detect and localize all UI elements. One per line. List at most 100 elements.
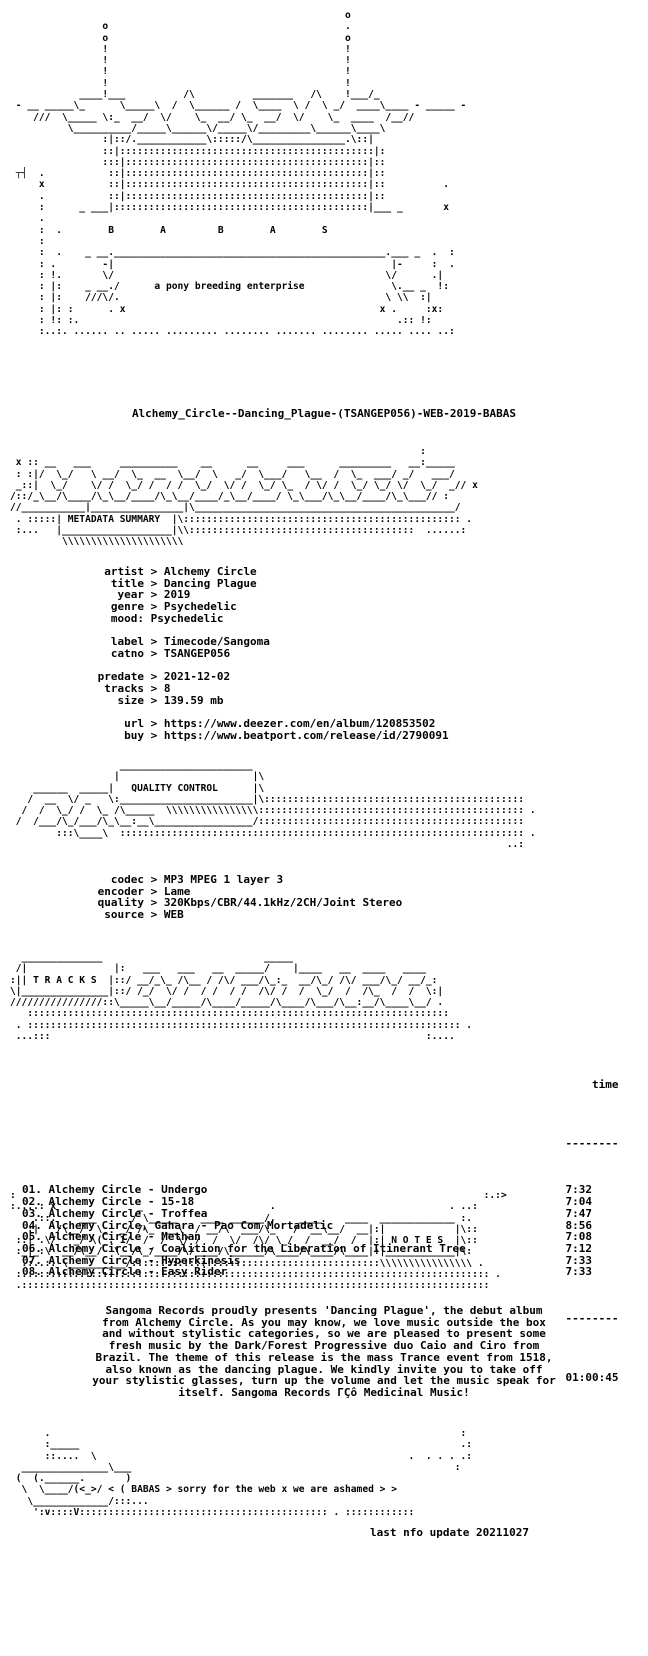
metadata-key: label [110,635,144,649]
metadata-separator: > [144,635,164,649]
metadata-row: title > Dancing Plague [46,576,449,590]
tracks-banner: ______________ _____ /| |: ___ ___ __ __… [10,952,472,1042]
notes-art-line: :....: x _ . . ..: [10,1201,478,1213]
notes-line: itself. Sangoma Records ΓÇô Medicinal Mu… [178,1385,470,1399]
header-art-line: : [10,235,45,247]
babas-logo-art: o o . o o ! ! ! [10,10,467,338]
meta-art-line: x :: __ ___ __________ __ __ ___ _______… [10,457,455,469]
metadata-value: 139.59 mb [163,693,224,707]
header-art-line: ! ! [10,43,351,55]
quality-row: encoder > Lame [46,884,402,898]
meta-art-line: \\\\\\\\\\\\\\\\\\\\\ [10,536,184,548]
track-time: 8:56 [565,1218,593,1232]
quality-art-line: _______________________ [10,760,253,771]
quality-key: codec [110,873,144,886]
metadata-separator: > [144,588,164,602]
track-title: 01. Alchemy Circle - Undergo [22,1183,208,1197]
metadata-key: predate [97,670,144,684]
track-time: 7:08 [565,1230,593,1244]
header-art-line: : !. \/ \/ .| [10,269,444,281]
track-time: 7:33 [565,1265,593,1279]
metadata-key: url [124,717,144,731]
quality-value: MP3 MPEG 1 layer 3 [163,873,284,886]
header-art-line: : !: :. .:: !: [10,315,432,327]
quality-separator: > [144,884,164,898]
quality-separator: > [144,896,164,910]
tracks-art-line: ...::: :.... [10,1031,455,1043]
footer-art-line: ':v::::V::::::::::::::::::::::::::::::::… [10,1507,415,1519]
notes-line: Brazil. The theme of this release is the… [95,1350,553,1364]
header-art-line: o [10,10,351,21]
quality-value: Lame [163,884,191,898]
metadata-key: genre [110,600,144,614]
header-art-line: :..:. ...... .. ..... ......... ........… [10,326,455,338]
header-art-line: . ::|:::::::::::::::::::::::::::::::::::… [10,190,386,202]
header-art-line: ┬┤ . ::|::::::::::::::::::::::::::::::::… [10,168,386,180]
header-art-line: ! ! [10,66,351,78]
notes-art-line: :| /\__/ \_ _/ /\_ __\ / __/\ ___/\_ / _… [10,1223,478,1235]
quality-row: quality > 320Kbps/CBR/44.1kHz/2CH/Joint … [46,896,403,910]
quality-value: 320Kbps/CBR/44.1kHz/2CH/Joint Stereo [163,896,403,910]
metadata-separator: > [144,670,164,684]
track-row: 05. Alchemy Circle - Methan 7:08 [22,1231,619,1243]
track-row: 04. Alchemy Circle, Gahara - Pao Com Mor… [22,1218,619,1232]
header-art-line: ::|:::::::::::::::::::::::::::::::::::::… [10,145,386,157]
last-update-line: last nfo update 20211027 [370,1526,529,1539]
header-art-line: : . _ __._______________________________… [10,247,455,259]
tracklist: time -------- 01. Alchemy Circle - Under… [22,1044,619,1407]
quality-separator: > [144,873,164,886]
metadata-key: size [117,693,145,707]
quality-art-line: / /___/\_/___/\_\__:__\_________________… [10,816,525,828]
quality-art-line: / / \_/ / \_ /\_____ \\\\\\\\\\\\\\\\:::… [10,805,536,817]
tracks-art-line: ______________ _____ [10,952,294,963]
meta-art-line: //___________|________________|\________… [10,502,461,514]
header-art-line: :::|::::::::::::::::::::::::::::::::::::… [10,156,386,168]
notes-art-line: .::. ___ / \_____ ____ ______/. ____ ___… [10,1212,473,1224]
metadata-value: Timecode/Sangoma [163,635,270,649]
footer-art-line: \ \____/(<_>/ < ( BABAS > sorry for the … [10,1484,397,1496]
header-art-line: : . -| |- : . [10,258,455,270]
header-art-line: : _ ___|::::::::::::::::::::::::::::::::… [10,202,449,214]
metadata-row: artist > Alchemy Circle [46,566,449,578]
notes-line: and without stylistic categories, so we … [102,1327,546,1341]
track-time: 7:47 [565,1206,593,1220]
metadata-key: title [110,576,144,590]
footer-art-line: ::.... \ . . . . .: [10,1450,473,1462]
metadata-row: predate > 2021-12-02 [46,671,449,683]
notes-art-line: :_|_:\ __/\__/ \__/\_/____/\/____/\_____… [10,1246,473,1258]
quality-key: encoder [97,884,144,898]
header-art-line: o o [10,32,351,44]
footer-art-line: _______________\___ : [10,1461,461,1473]
header-art-line: - __ _____\_ \_____\ / \______ / \____ \… [10,100,467,112]
metadata-separator [144,612,151,625]
track-row: 06. Alchemy Circle - Coalition for the L… [22,1243,619,1255]
notes-line: Sangoma Records proudly presents 'Dancin… [105,1304,543,1317]
metadata-value: 2021-12-02 [163,670,231,684]
notes-text: Sangoma Records proudly presents 'Dancin… [0,1305,648,1399]
header-art-line: o . [10,21,351,33]
header-art-line: x ::|:::::::::::::::::::::::::::::::::::… [10,179,449,191]
metadata-separator: > [144,728,164,742]
tracks-art-line: /| |: ___ ___ __ _____/ |____ __ ____ __… [10,963,426,975]
footer-art-line: \_____________/:::... [10,1495,149,1507]
metadata-key: tracks [104,682,144,696]
notes-art-line: : :.:> [10,1190,507,1201]
metadata-row: catno > TSANGEP056 [46,648,449,660]
header-art-line: ! ! [10,77,351,89]
footer-art: . : :_____ .: ::.... \ [10,1428,472,1518]
meta-art-line: /::/_\__/\____/\_\__/____/\_\__/____/_\_… [10,491,449,503]
quality-art-line: / __ \/ _ \:_______________________|\:::… [10,793,525,805]
meta-art-line: . :::::| METADATA SUMMARY |\::::::::::::… [10,513,473,525]
track-title: 05. Alchemy Circle - Methan [22,1230,201,1244]
header-art-line: : |: : . x x . :x: [10,303,444,315]
track-time: 7:12 [565,1241,593,1255]
tracklist-total: 01:00:45 [22,1360,619,1395]
quality-art-line: | |\ [10,771,265,783]
metadata-summary-banner: : x :: __ ___ __________ __ __ ___ _____… [10,446,478,548]
quality-art-line: ______ _____| QUALITY CONTROL |\ [10,782,265,794]
quality-key: source [104,908,144,922]
